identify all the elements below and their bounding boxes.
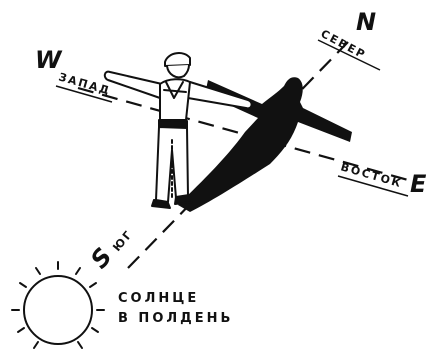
south-word: ЮГ [110, 227, 135, 254]
sailor-head [167, 65, 189, 77]
west-letter: W [35, 46, 63, 74]
sailor-cap [165, 53, 190, 66]
sailor-torso [160, 79, 190, 120]
sun-icon [12, 262, 104, 348]
sailor-left-arm [105, 72, 162, 98]
north-letter: N [356, 8, 376, 36]
east-letter: E [410, 170, 427, 198]
sun-caption-line2: В ПОЛДЕНЬ [118, 311, 233, 326]
sun-caption-line1: СОЛНЦЕ [118, 291, 199, 306]
